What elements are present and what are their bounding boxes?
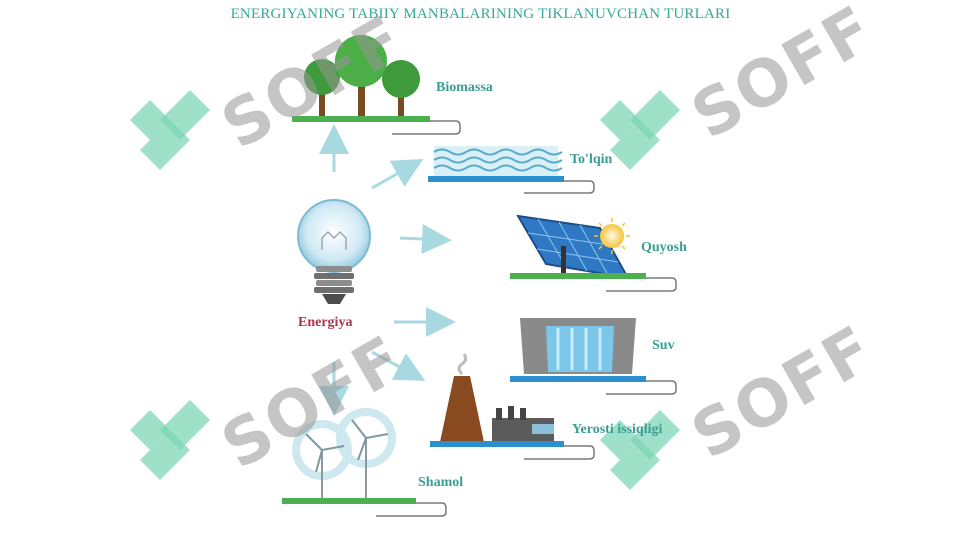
page-title: ENERGIYANING TABIIY MANBALARINING TIKLAN… bbox=[230, 6, 731, 22]
dam-icon bbox=[510, 318, 677, 395]
label-shamol: Shamol bbox=[418, 475, 464, 490]
waves-icon bbox=[428, 146, 595, 194]
center-label: Energiya bbox=[298, 315, 353, 330]
watermark-logo-icon bbox=[600, 90, 680, 170]
volcano-plant-icon bbox=[430, 353, 595, 460]
label-yerosti: Yerosti issiqligi bbox=[572, 422, 663, 437]
label-tolqin: To'lqin bbox=[570, 152, 613, 167]
arrow-to-yerosti bbox=[371, 350, 426, 381]
watermark-logo-icon bbox=[600, 410, 680, 490]
watermark-logo-icon bbox=[130, 90, 210, 170]
label-suv: Suv bbox=[652, 338, 675, 353]
wind-turbine-icon bbox=[282, 408, 447, 517]
label-quyosh: Quyosh bbox=[641, 240, 687, 255]
label-biomassa: Biomassa bbox=[436, 80, 493, 95]
solar-panel-icon bbox=[510, 214, 677, 292]
arrow-to-tolqin bbox=[371, 159, 424, 190]
arrow-to-quyosh bbox=[399, 223, 452, 254]
trees-icon bbox=[292, 35, 461, 135]
arrows bbox=[319, 124, 456, 416]
watermark-logo-icon bbox=[130, 400, 210, 480]
light-bulb-icon bbox=[297, 199, 371, 304]
